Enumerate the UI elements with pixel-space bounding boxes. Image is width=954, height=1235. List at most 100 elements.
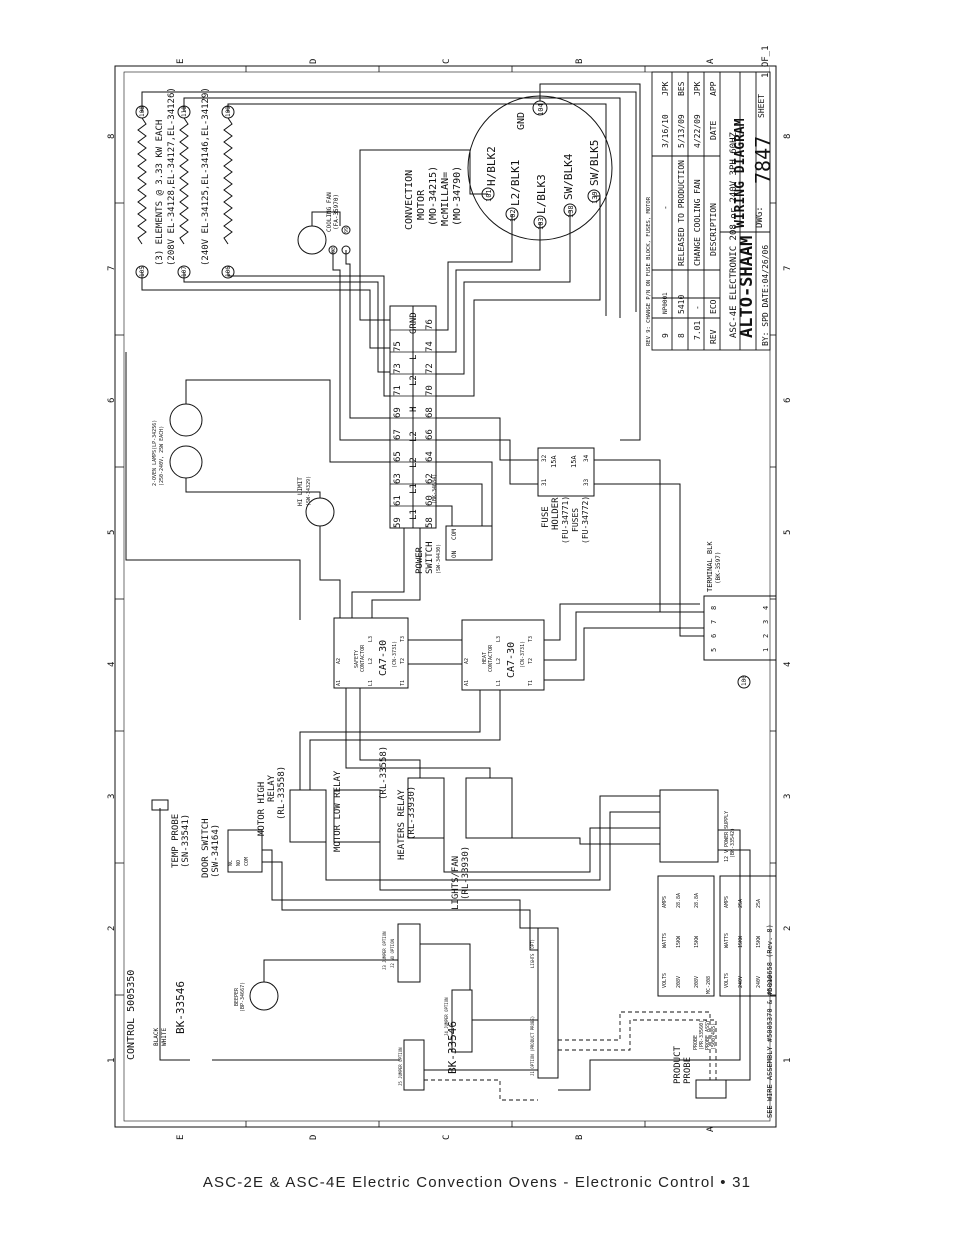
lights-fan-label-1: (RL-33930) [461,846,471,900]
motor-high-relay-body [289,789,327,843]
terminal-blk-bot-1: 2 [762,634,770,638]
cooling-fan-label-0: COOLING FAN [326,192,333,232]
kw-table-0-cell-0-0: 208V [676,976,682,988]
motor-wire-2: L/BLK3 [535,174,548,214]
power-supply-label-0: 12 V POWER SUPPLY [724,811,730,862]
zone-row-c-bot: C [442,1135,452,1140]
control-connector-a [397,923,421,983]
zone-row-e-top: E [176,59,186,64]
power-switch-com: COM [451,529,458,540]
power-switch-body [445,525,493,561]
rev-9-app: JPK [661,81,670,96]
kw-table-1-header-0: VOLTS [724,973,730,988]
product-probe-4: PROBE ASSY [705,1020,711,1050]
zone-col-3-bot: 3 [783,794,793,799]
heat-contactor-term-3: L2 [496,658,502,664]
kw-table-0-cell-1-1: 15KW [694,935,700,948]
elements-label-1: (208V EL-34128,EL-34127,EL-34126) [167,87,177,266]
rev-8-date: 5/13/09 [677,114,686,148]
oven-lamps-label-0: 2-OVEN LAMPS(LP-34256) [152,420,158,486]
heat-contactor-term-5: T1 [528,680,534,686]
zone-col-4-top: 4 [107,662,117,667]
oven-lamps-label-1: (250-240V, 25W EACH) [159,426,165,486]
kw-tables-text: MC-208VOLTSWATTSAMPS208V15KW28.8A208V15K… [662,893,774,994]
heating-elements [135,105,235,279]
bk-part-a: BK-33546 [174,981,187,1034]
motor-wire-5: GND [516,112,527,130]
power-switch-label-2: (SW-34430) [436,544,442,574]
zone-col-8-bot: 8 [783,134,793,139]
zone-row-b-top: B [575,59,585,64]
motor-pin-5: 104 [537,103,545,116]
by-line: BY: SPD DATE:04/26/06 [761,245,770,346]
fuse-label-3: FUSES [571,508,580,532]
rev-header-eco: ECO [709,299,718,314]
zone-row-a-bot: A [706,1126,716,1132]
fuse-amp-1: 15A [570,455,578,468]
fuse-label-1: HOLDER [551,497,561,530]
terminal-block-head-7: GRND [409,312,419,334]
kw-table-0-cell-0-1: 15KW [676,935,682,948]
motor-low-label-1: (RL-33558) [379,746,389,800]
zone-row-d-bot: D [309,1135,319,1140]
zone-labels: 1 2 3 4 5 6 7 8 1 2 3 4 5 6 7 8 E D C B … [107,58,793,1140]
power-supply-label-1: (BK-33542) [730,828,736,858]
safety-contactor-term-0: A1 [336,680,342,686]
connector-j3: J3 JUMPER OPTION [382,931,387,970]
terminal-block-upper-3: 65 [393,451,403,462]
safety-contactor-term-3: L2 [368,658,374,664]
heat-contactor-0: HEAT [482,652,488,664]
kw-table-0-header-1: WATTS [662,933,668,948]
wire-assembly-note: SEE WIRE ASSEMBLY #5005370 & #5010658 (R… [766,924,774,1118]
zone-col-6-top: 6 [107,398,117,403]
elements-label-2: (240V EL-34125,EL-34146,EL-34129) [201,87,211,266]
connector-j2: J2 NO OPTION [390,939,395,968]
kw-table-0-header-2: AMPS [662,896,668,908]
motor-labels: CONVECTION MOTOR (MO-34215) McMILLAN= (M… [404,103,601,230]
safety-contactor-term-7: T3 [400,636,406,642]
rev-8-rev: 8 [677,333,686,338]
fuse-pin-1: 32 [541,454,548,462]
rev-8-app: BES [677,81,686,96]
cooling-fan [297,225,351,255]
motor-wire-0: H/BLK2 [485,146,498,186]
kw-table-0-cell-0-2: 28.8A [676,893,682,908]
heat-contactor-body [461,619,545,691]
beeper [249,981,279,1011]
terminal-blk-bot-2: 3 [762,620,770,624]
connector-j4: J4 JUMPER OPTION [444,997,449,1036]
wire-color-black: BLACK [153,1028,160,1046]
safety-contactor-term-1: A2 [336,658,342,664]
heat-contactor-term-2: L1 [496,680,502,686]
probe-wiring-dashed [424,1011,717,1101]
fuse-pin-0: 31 [541,478,548,486]
zone-row-a-top: A [706,58,716,64]
kw-table-1-cell-0-0: 240V [738,976,744,988]
zone-col-2-top: 2 [107,926,117,931]
motor-high-label-1: RELAY [267,774,277,802]
heat-contactor-3: (CN-3731) [520,641,526,668]
rev-7-desc: CHANGE COOLING FAN [693,179,702,266]
terminal-blk-bot-3: 4 [762,606,770,610]
product-probe-1: PROBE [683,1057,693,1084]
safety-contactor-3: (CN-3731) [392,641,398,668]
fuse-label-4: (FU-34772) [581,496,590,544]
terminal-block-head-1: L1 [409,483,419,494]
door-switch-label-1: (SW-34164) [211,824,221,878]
lights-fan-label-0: LIGHTS/FAN [451,856,461,910]
element-labels: (3) ELEMENTS @ 3.33 KW EACH (208V EL-341… [139,87,232,277]
diagram-subtitle: ASC-4E ELECTRONIC 208 or 240V 3PH 60HZ [729,132,739,338]
terminal-block-rows [390,329,436,507]
terminal-blk-top-0: 5 [710,648,718,652]
rev-7-rev: 7.01 [693,321,702,340]
motor-pin-3: 138 [567,205,575,218]
heat-contactor-term-6: T2 [528,658,534,664]
terminal-block-lower-8: 74 [425,341,435,352]
zone-row-d-top: D [309,59,319,64]
zone-row-b-bot: B [575,1135,585,1140]
terminal-block-upper-0: 59 [393,517,403,528]
rev-header-rev: REV [709,329,718,344]
heat-contactor-1: CONTACTOR [488,644,494,672]
dwg-number: 7847 [751,136,775,184]
terminal-blk-top-3: 8 [710,606,718,610]
